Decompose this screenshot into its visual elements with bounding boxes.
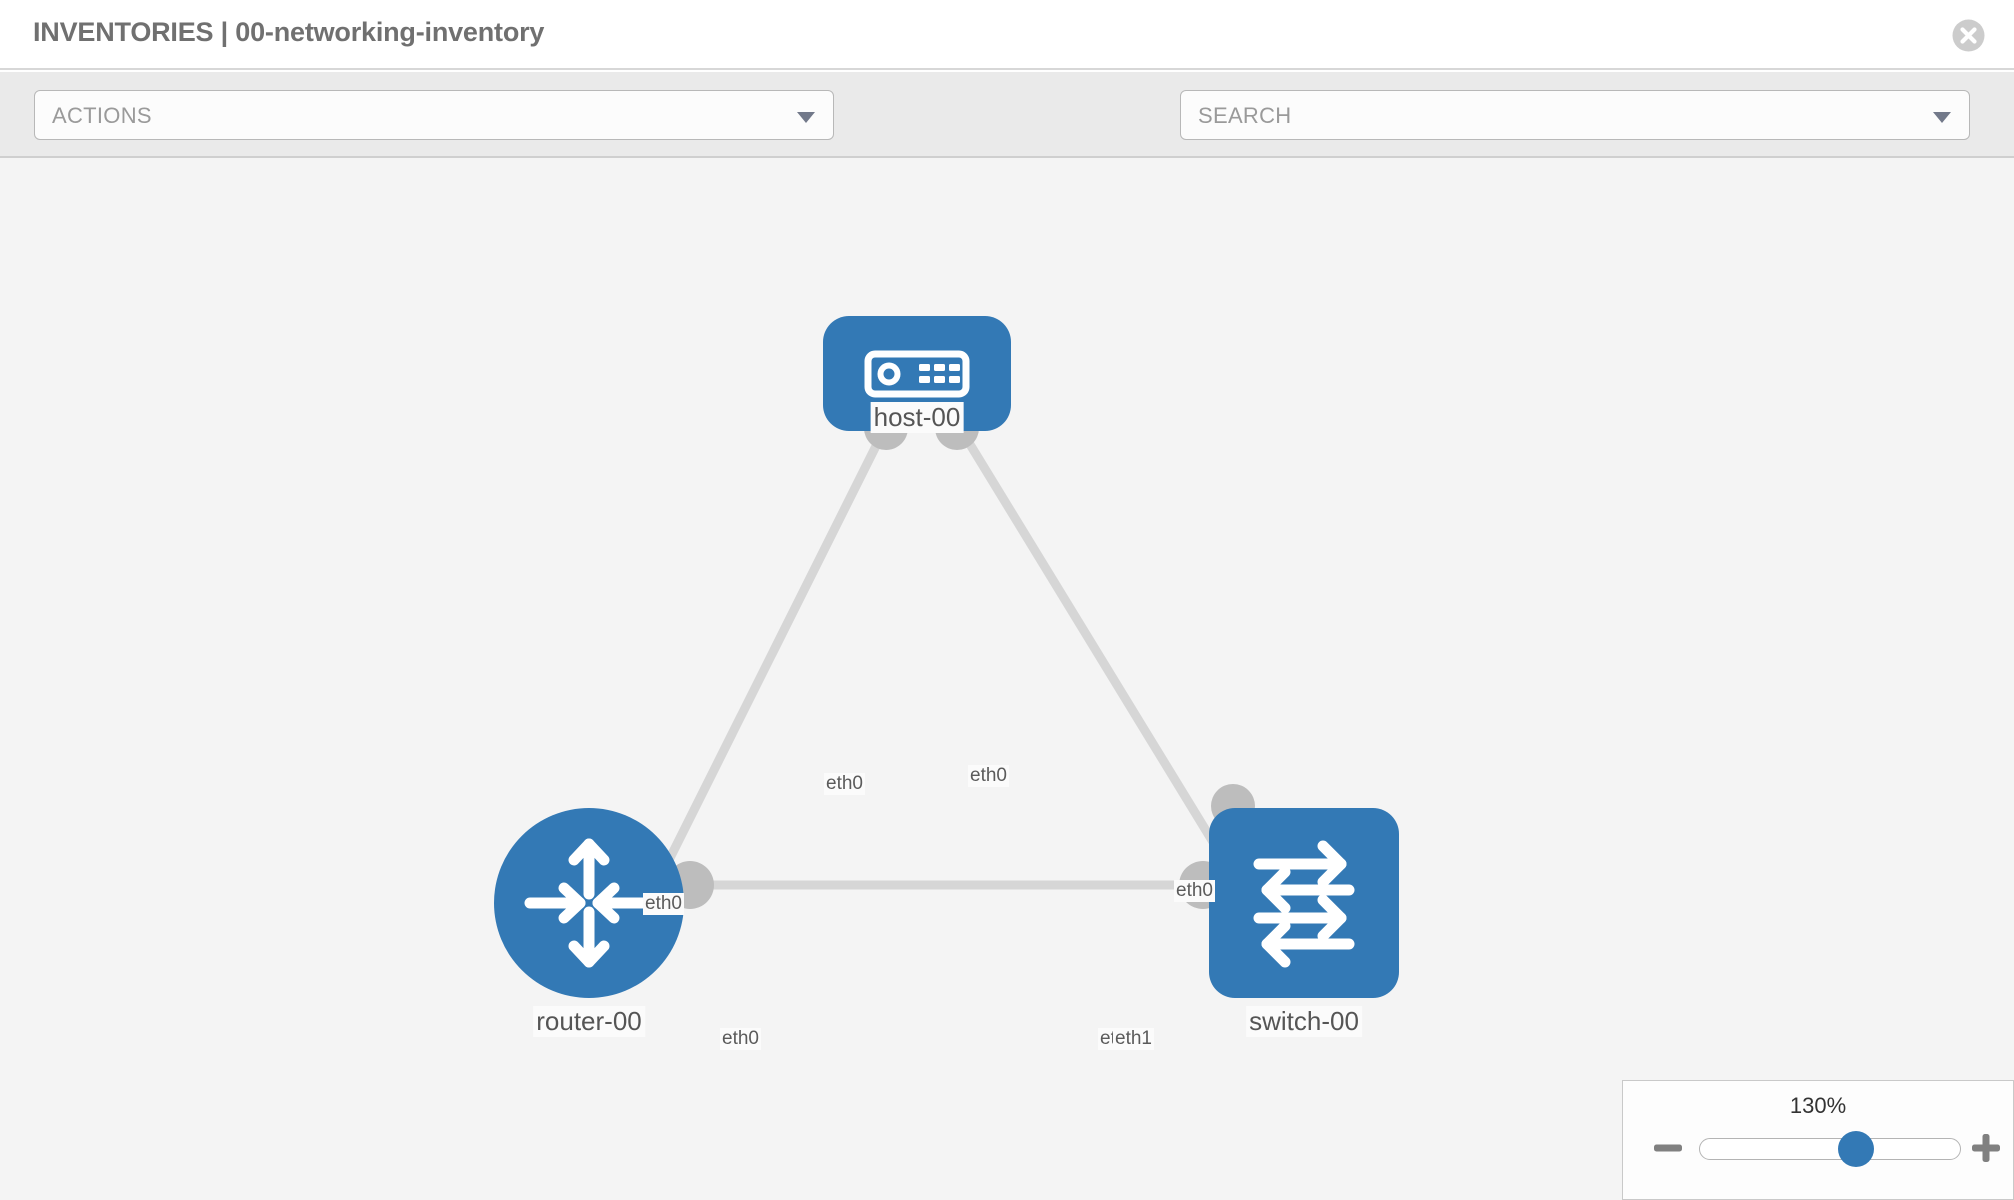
iface-label-switch-left: eth1 (1113, 1028, 1154, 1050)
server-icon (864, 350, 970, 398)
node-host-00[interactable]: host-00 (823, 316, 1011, 433)
iface-label-router-right: eth0 (720, 1028, 761, 1050)
node-host-00-label: host-00 (870, 402, 964, 433)
search-input[interactable]: SEARCH (1180, 90, 1970, 140)
zoom-level-value: 130% (1789, 1093, 1847, 1118)
node-switch-00-label: switch-00 (1246, 1006, 1362, 1037)
zoom-slider[interactable] (1699, 1131, 1961, 1167)
search-chevron-down-icon[interactable] (1933, 112, 1951, 123)
iface-label-switch-up: eth0 (1174, 880, 1215, 902)
close-icon[interactable] (1951, 18, 1986, 53)
link-host-switch (956, 425, 1239, 881)
chevron-down-icon (797, 112, 815, 123)
switch-arrows-icon (1253, 840, 1355, 968)
page-header: INVENTORIES | 00-networking-inventory (0, 0, 2014, 70)
search-placeholder: SEARCH (1198, 103, 1292, 128)
node-switch-00[interactable]: switch-00 (1209, 808, 1399, 1037)
actions-dropdown-label: ACTIONS (52, 103, 152, 128)
iface-label-router-up: eth0 (643, 893, 684, 915)
topology-links-layer (630, 406, 1255, 909)
iface-label-host-left: eth0 (824, 773, 865, 795)
switch-node-shape (1209, 808, 1399, 998)
zoom-control-panel: 130% (1622, 1080, 2014, 1200)
zoom-in-button[interactable] (1969, 1131, 2003, 1165)
node-router-00-label: router-00 (533, 1006, 645, 1037)
toolbar: ACTIONS SEARC (0, 72, 2014, 210)
page-title: INVENTORIES | 00-networking-inventory (33, 17, 545, 47)
actions-dropdown[interactable]: ACTIONS (34, 90, 834, 140)
zoom-out-button[interactable] (1651, 1131, 1685, 1165)
router-arrows-icon (524, 838, 654, 968)
iface-label-host-right: eth0 (968, 765, 1009, 787)
zoom-slider-handle[interactable] (1838, 1131, 1874, 1167)
topology-canvas[interactable]: host-00 eth0 eth0 (0, 158, 2014, 1200)
link-router-host (655, 425, 890, 881)
